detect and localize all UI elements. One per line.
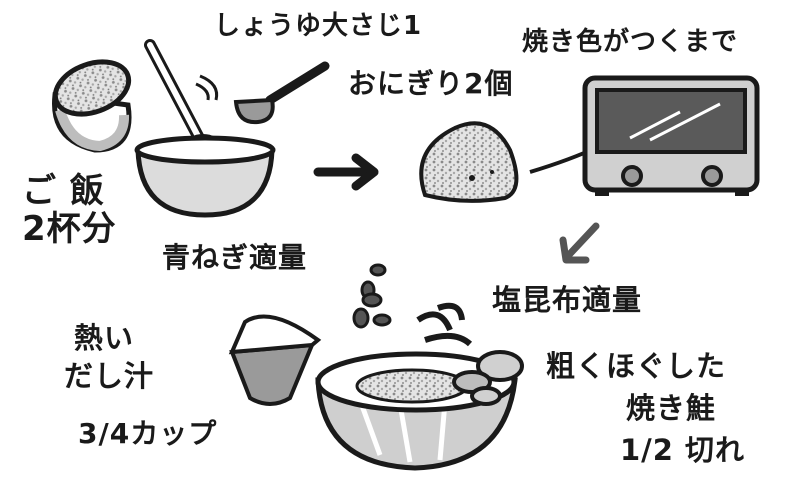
toaster-oven-icon bbox=[582, 75, 760, 196]
dashi-label-2: だし汁 bbox=[64, 359, 155, 393]
dashi-amount-label: 3/4カップ bbox=[78, 417, 218, 450]
measuring-spoon-icon bbox=[233, 61, 330, 125]
kombu-icon bbox=[416, 302, 473, 347]
kombu-label: 塩昆布適量 bbox=[492, 283, 643, 317]
serving-bowl-icon bbox=[315, 351, 518, 471]
rice-amount-label: 2杯分 bbox=[22, 209, 117, 249]
salmon-label-1: 粗くほぐした bbox=[546, 349, 727, 383]
onigiri-icon bbox=[419, 121, 519, 203]
green-onion-icon bbox=[352, 263, 392, 329]
soy-sauce-label: しょうゆ大さじ1 bbox=[214, 11, 423, 41]
onigiri-label: おにぎり2個 bbox=[348, 67, 514, 100]
dashi-label-1: 熱い bbox=[74, 321, 135, 355]
arrow-right-icon bbox=[313, 153, 379, 191]
rice-bowl-icon bbox=[52, 59, 132, 153]
arrow-down-left-icon bbox=[559, 222, 600, 264]
salmon-label-2: 焼き鮭 bbox=[626, 391, 717, 425]
toast-label: 焼き色がつくまで bbox=[522, 27, 739, 57]
dashi-cup-icon bbox=[228, 314, 322, 406]
rice-label: ご 飯 bbox=[22, 171, 105, 211]
green-onion-label: 青ねぎ適量 bbox=[162, 241, 308, 274]
mixing-bowl-icon bbox=[134, 39, 276, 218]
salmon-icon bbox=[452, 350, 524, 406]
salmon-amount-label: 1/2 切れ bbox=[620, 433, 746, 467]
